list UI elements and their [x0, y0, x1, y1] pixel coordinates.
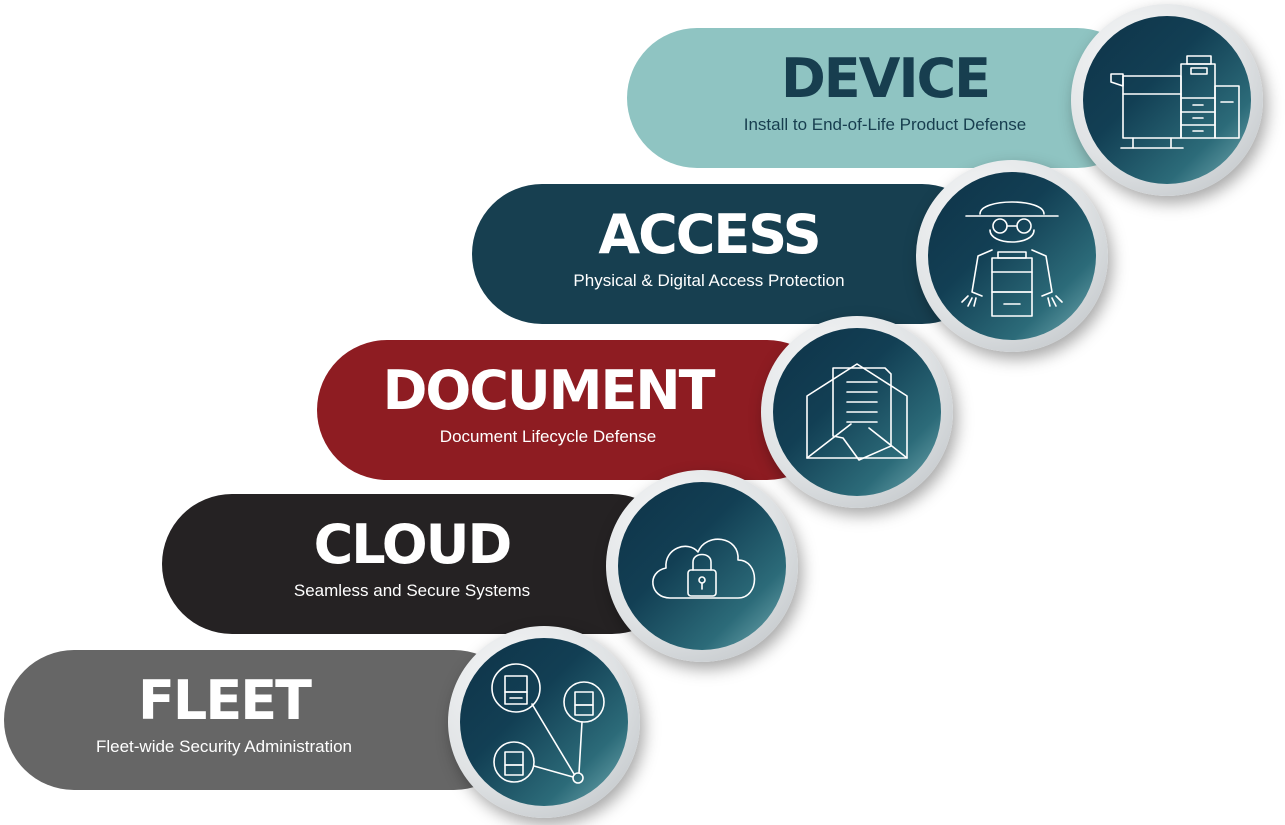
access-pill: ACCESS Physical & Digital Access Protect…	[472, 184, 992, 324]
document-subtitle: Document Lifecycle Defense	[439, 427, 657, 446]
cloud-icon-badge	[606, 470, 798, 662]
device-icon-badge	[1071, 4, 1263, 196]
fleet-subtitle: Fleet-wide Security Administration	[95, 737, 353, 756]
device-title: DEVICE	[780, 47, 991, 110]
fleet-icon-badge	[448, 626, 640, 818]
envelope-document-icon	[806, 363, 908, 461]
access-icon-badge	[916, 160, 1108, 352]
document-title: DOCUMENT	[382, 359, 716, 422]
access-subtitle: Physical & Digital Access Protection	[573, 271, 845, 290]
mfp-printer-icon	[1110, 55, 1240, 149]
device-pill: DEVICE Install to End-of-Life Product De…	[627, 28, 1147, 168]
fleet-pill: FLEET Fleet-wide Security Administration	[4, 650, 524, 790]
document-icon-badge	[761, 316, 953, 508]
cloud-subtitle: Seamless and Secure Systems	[293, 581, 531, 600]
cloud-pill: CLOUD Seamless and Secure Systems	[162, 494, 682, 634]
device-subtitle: Install to End-of-Life Product Defense	[743, 115, 1027, 134]
printer-network-icon	[491, 663, 605, 784]
spy-with-printer-icon	[961, 201, 1063, 317]
document-pill: DOCUMENT Document Lifecycle Defense	[317, 340, 837, 480]
fleet-title: FLEET	[138, 669, 312, 732]
cloud-lock-icon	[652, 538, 756, 599]
access-title: ACCESS	[598, 203, 821, 266]
cloud-title: CLOUD	[313, 513, 513, 576]
